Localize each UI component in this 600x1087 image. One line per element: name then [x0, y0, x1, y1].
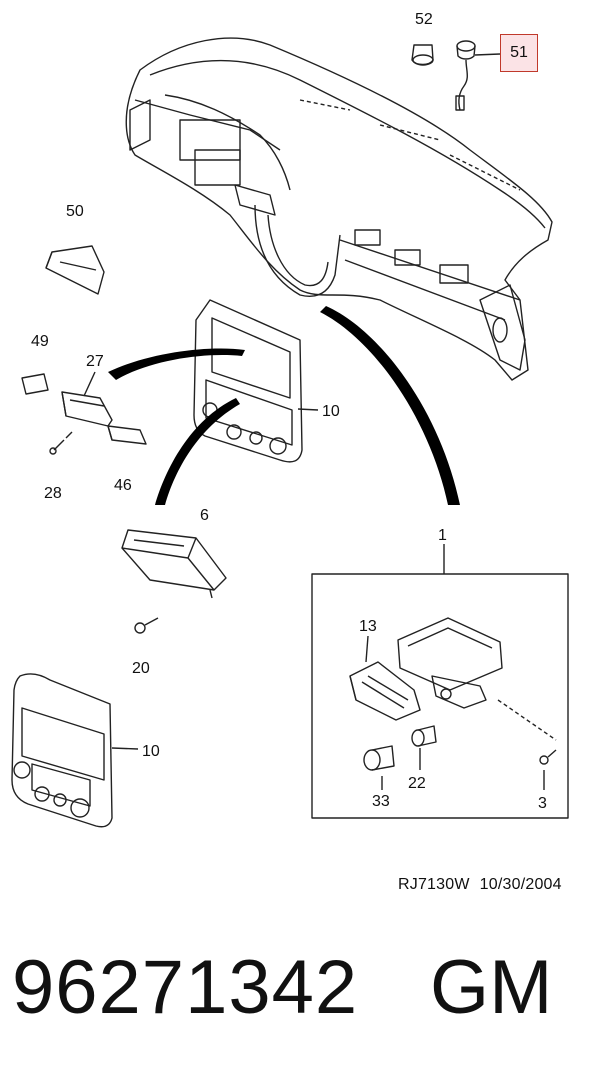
callout-22: 22: [408, 775, 426, 792]
part-6-tray: [121, 529, 227, 599]
exploded-parts-diagram: 52 50 49 27 28 46 10 6 20 10 1 13 22 33 …: [11, 11, 569, 828]
part-10-center-bezel-lower: [11, 673, 139, 828]
part-46-block: [107, 425, 147, 445]
part-52-clip: [411, 44, 434, 66]
part-27-switch: [61, 371, 113, 427]
part-10-center-bezel-upper: [193, 299, 319, 463]
part-50-cover: [45, 245, 105, 295]
connector-arrows: [108, 306, 460, 505]
callout-51-highlighted: 51: [500, 34, 538, 72]
callout-1: 1: [438, 527, 447, 544]
part-49-clip: [21, 373, 49, 395]
part-3-screw: [497, 699, 557, 790]
ashtray-housing: [397, 617, 503, 709]
drawing-id: RJ7130W: [398, 876, 470, 893]
callout-3: 3: [538, 795, 547, 812]
instrument-panel: [125, 37, 553, 381]
callout-10-upper: 10: [322, 403, 340, 420]
callout-33: 33: [372, 793, 390, 810]
part-28-screw: [49, 431, 73, 455]
drawing-reference: RJ7130W 10/30/2004: [398, 876, 562, 894]
callout-28: 28: [44, 485, 62, 502]
callout-52: 52: [415, 11, 433, 28]
drawing-date: 10/30/2004: [479, 876, 562, 893]
part-number: 96271342: [12, 945, 359, 1030]
callout-49: 49: [31, 333, 49, 350]
part-33-lighter: [363, 745, 395, 790]
callout-27: 27: [86, 353, 104, 370]
callout-46: 46: [114, 477, 132, 494]
callout-6: 6: [200, 507, 209, 524]
part-22-socket: [411, 725, 437, 770]
callout-13: 13: [359, 618, 377, 635]
callout-labels: 52 50 49 27 28 46 10 6 20 10 1 13 22 33 …: [31, 11, 547, 812]
brand-label: GM: [430, 945, 553, 1030]
callout-20: 20: [132, 660, 150, 677]
callout-50: 50: [66, 203, 84, 220]
part-51-sensor: [455, 40, 501, 111]
part-1-subassembly-box: [311, 544, 569, 819]
callout-10-lower: 10: [142, 743, 160, 760]
part-13-ashtray: [349, 635, 421, 721]
part-20-screw: [134, 617, 159, 634]
